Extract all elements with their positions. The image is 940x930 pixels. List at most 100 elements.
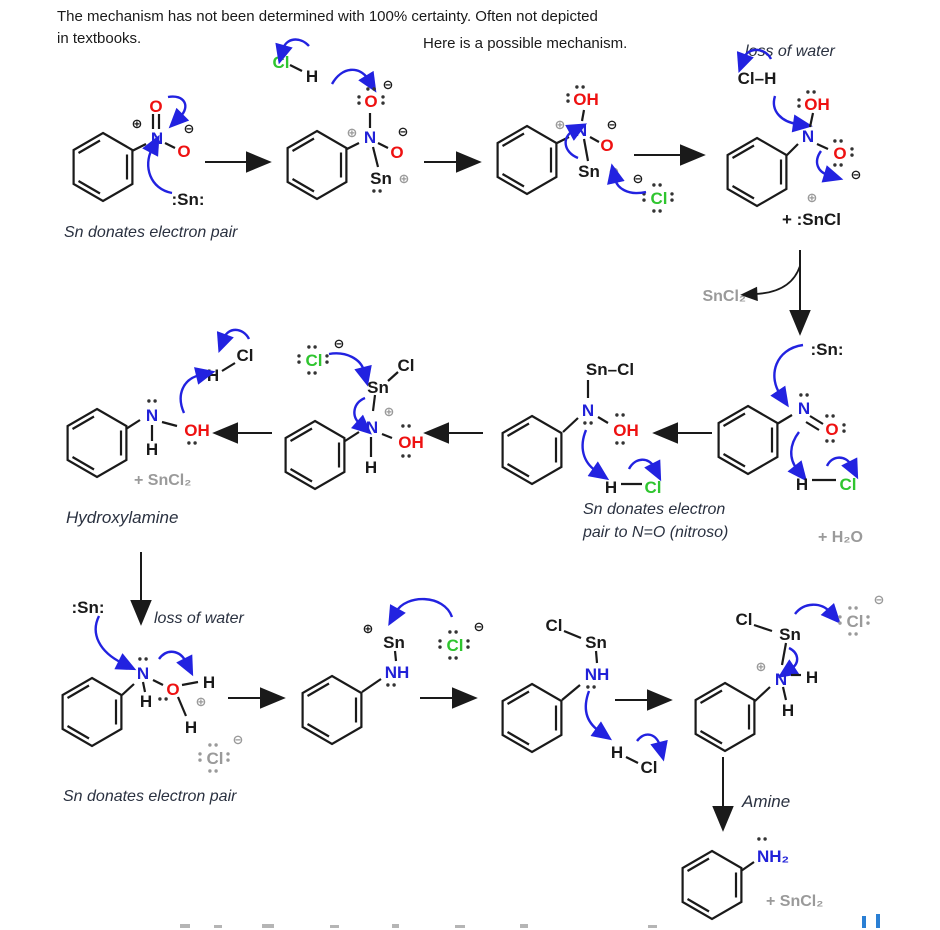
structure-clsn-nh2: Cl Sn Cl ⊖ ⊕ N H H bbox=[694, 593, 885, 753]
bond bbox=[563, 629, 582, 640]
atom-cl: Cl bbox=[840, 475, 857, 494]
charge-minus: ⊖ bbox=[398, 125, 409, 140]
structure-sn-nh: ⊕ Sn Cl ⊖ NH bbox=[301, 597, 485, 746]
bond bbox=[152, 679, 164, 686]
bond bbox=[346, 142, 360, 150]
lone-pair bbox=[372, 189, 382, 193]
group-oh: OH bbox=[184, 421, 210, 440]
curved-arrow bbox=[581, 429, 610, 481]
bond bbox=[141, 681, 147, 693]
bond bbox=[361, 678, 382, 693]
atom-h: H bbox=[140, 692, 152, 711]
lone-pair bbox=[615, 441, 625, 445]
atom-sn-lonepairs: :Sn: bbox=[71, 598, 104, 617]
structure-clsn-nh: Cl Sn NH H Cl bbox=[501, 616, 668, 777]
charge-plus: ⊕ bbox=[756, 660, 767, 675]
curved-arrow bbox=[736, 48, 773, 74]
text-fragment bbox=[862, 916, 866, 928]
curved-arrow bbox=[94, 615, 137, 671]
bond bbox=[344, 431, 360, 442]
header-center: Here is a possible mechanism. bbox=[423, 35, 627, 52]
atom-cl: Cl bbox=[736, 610, 753, 629]
bond bbox=[176, 696, 188, 717]
atom-n: N bbox=[151, 129, 163, 148]
lone-pair bbox=[438, 639, 442, 649]
lone-pair bbox=[757, 837, 767, 841]
atom-sn: Sn bbox=[585, 633, 607, 652]
atom-sn: Sn bbox=[383, 633, 405, 652]
charge-plus: ⊕ bbox=[132, 117, 143, 132]
caption-sn-donates: Sn donates electron pair bbox=[63, 788, 237, 805]
bond bbox=[580, 109, 586, 122]
curved-arrow bbox=[330, 68, 377, 93]
text-fragment bbox=[214, 925, 222, 928]
bond bbox=[131, 143, 147, 152]
structure-n-oh-sn: OH ⊕ N ⊖ O Sn ⊕ ⊖ Cl bbox=[496, 85, 674, 213]
charge-minus: ⊖ bbox=[874, 593, 885, 608]
atom-h: H bbox=[207, 366, 219, 385]
atom-n: N bbox=[146, 406, 158, 425]
curved-arrow bbox=[328, 352, 372, 387]
byproduct-sncl2: + SnCl₂ bbox=[766, 893, 823, 910]
curved-arrow bbox=[388, 597, 454, 626]
bond bbox=[781, 686, 788, 701]
atom-cl-anion: Cl bbox=[651, 189, 668, 208]
curved-arrow bbox=[351, 396, 372, 435]
benzene-ring bbox=[681, 849, 743, 921]
byproduct-h2o: + H₂O bbox=[818, 529, 863, 546]
structure-sncl-n-oh: Sn–Cl N OH H Cl bbox=[501, 360, 662, 497]
structure-nitroso: :Sn: N O H Cl Sn donates electron pair t… bbox=[582, 340, 863, 546]
byproduct-sncl2: SnCl₂ bbox=[702, 288, 746, 305]
atom-o: O bbox=[390, 143, 403, 162]
text-fragment bbox=[330, 925, 339, 928]
bond bbox=[121, 683, 135, 696]
byproduct-sncl2: + SnCl₂ bbox=[134, 472, 191, 489]
benzene-ring bbox=[717, 404, 779, 476]
atom-n: N bbox=[137, 664, 149, 683]
bond bbox=[582, 138, 590, 162]
atom-h: H bbox=[365, 458, 377, 477]
lone-pair bbox=[866, 615, 870, 625]
curved-arrow bbox=[584, 690, 613, 741]
text-fragment bbox=[876, 914, 880, 928]
atom-cl-top: Cl bbox=[398, 356, 415, 375]
bond bbox=[597, 416, 609, 424]
charge-minus: ⊖ bbox=[851, 168, 862, 183]
group-oh: OH bbox=[573, 90, 599, 109]
group-sncl: Sn–Cl bbox=[586, 360, 634, 379]
lone-pair bbox=[842, 423, 846, 433]
group-nh: NH bbox=[385, 663, 410, 682]
bond bbox=[809, 415, 824, 425]
atom-n: N bbox=[575, 121, 587, 140]
bond bbox=[381, 432, 393, 440]
atom-h: H bbox=[306, 67, 318, 86]
lone-pair bbox=[833, 139, 843, 143]
header-line2: in textbooks. bbox=[57, 30, 141, 47]
bond bbox=[776, 414, 793, 425]
atom-cl: Cl bbox=[645, 478, 662, 497]
group-nh: NH bbox=[585, 665, 610, 684]
lone-pair bbox=[652, 209, 662, 213]
curved-arrow bbox=[636, 733, 668, 762]
bond bbox=[780, 642, 788, 666]
atom-n: N bbox=[582, 401, 594, 420]
bond bbox=[625, 756, 639, 764]
charge-minus: ⊖ bbox=[474, 620, 485, 635]
atom-sn: Sn bbox=[578, 162, 600, 181]
bond bbox=[387, 371, 399, 382]
atom-n: N bbox=[802, 127, 814, 146]
benzene-ring bbox=[72, 131, 134, 203]
atom-sn: Sn bbox=[367, 378, 389, 397]
benzene-ring bbox=[66, 407, 128, 479]
atom-cl-anion: Cl bbox=[447, 636, 464, 655]
atom-n: N bbox=[775, 670, 787, 689]
lone-pair bbox=[187, 441, 197, 445]
lone-pair bbox=[158, 697, 168, 701]
lone-pair bbox=[850, 147, 854, 157]
curved-arrow bbox=[167, 95, 190, 129]
curved-arrow bbox=[787, 431, 807, 482]
charge-minus: ⊖ bbox=[233, 733, 244, 748]
lone-pair bbox=[575, 85, 585, 89]
atom-sn-lonepairs: :Sn: bbox=[171, 190, 204, 209]
